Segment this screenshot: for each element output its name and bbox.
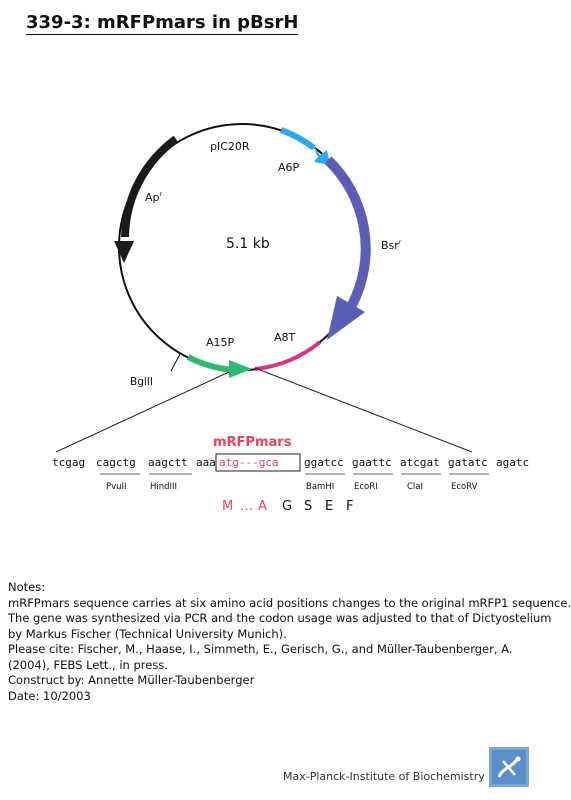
expansion-line-left (55, 371, 230, 453)
seq-s5: ggatcc (304, 456, 344, 469)
seq-s6: gaattc (352, 456, 392, 469)
construct-by: Construct by: Annette Müller-Taubenberge… (8, 673, 255, 687)
label-bsr: Bsrr (381, 238, 402, 252)
label-pic20r: pIC20R (210, 140, 250, 153)
seq-s1: tcgag (52, 456, 85, 469)
a15p-arrow (186, 354, 234, 373)
site-bamhi: BamHI (306, 482, 334, 492)
label-a8t: A8T (274, 331, 296, 344)
site-pvuii: PvuII (106, 482, 127, 492)
notes-section: Notes: mRFPmars sequence carries at six … (8, 580, 571, 704)
seq-boxed: atg---gca (219, 456, 279, 469)
site-hindiii: HindIII (150, 482, 177, 492)
label-ap: Apr (145, 190, 163, 204)
seq-s9: agatc (496, 456, 529, 469)
site-clai: ClaI (407, 482, 423, 492)
seq-s2: cagctg (96, 456, 136, 469)
a6p-arrow (279, 127, 316, 151)
a6p-arrowhead (311, 141, 330, 165)
page-title: 339-3: mRFPmars in pBsrH (26, 12, 299, 35)
label-a15p: A15P (206, 336, 235, 349)
gene-label: mRFPmars (213, 435, 292, 450)
institute-name: Max-Planck-Institute of Biochemistry (283, 770, 485, 783)
notes-line-5: (2004), FEBS Lett., in press. (8, 657, 168, 672)
seq-s4: aaa (196, 456, 216, 469)
label-a6p: A6P (278, 161, 300, 174)
notes-line-4: Please cite: Fischer, M., Haase, I., Sim… (8, 642, 513, 656)
aa-f: F (346, 499, 353, 514)
bglii-tick (170, 353, 181, 372)
gene-box (215, 453, 301, 472)
site-ecori: EcoRI (354, 482, 378, 492)
plasmid-map: pIC20R A6P Apr 5.1 kb Bsrr A8T A15P BglI… (52, 123, 529, 514)
notes-line-3: by Markus Fischer (Technical University … (8, 626, 287, 641)
bsr-arrowhead (327, 296, 365, 340)
ap-arrowhead (114, 241, 134, 263)
ap-arrow (121, 135, 179, 238)
mpg-logo-icon (489, 747, 529, 787)
aa-g: G (282, 499, 292, 514)
date: Date: 10/2003 (8, 688, 91, 703)
site-ecorv: EcoRV (451, 482, 478, 492)
aa-a: A (258, 499, 267, 514)
aa-dots: … (240, 499, 253, 514)
aa-m: M (222, 499, 233, 514)
a15p-arrowhead (229, 360, 252, 378)
seq-s7: atcgat (400, 456, 440, 469)
notes-line-1: mRFPmars sequence carries at six amino a… (8, 595, 571, 610)
label-size: 5.1 kb (226, 236, 270, 252)
notes-heading: Notes: (8, 580, 46, 594)
aa-e: E (325, 499, 333, 514)
seq-s8: gatatc (448, 456, 488, 469)
notes-line-2: The gene was synthesized via PCR and the… (8, 611, 552, 625)
bsr-arrow (324, 156, 371, 308)
seq-s3: aagctt (148, 456, 188, 469)
aa-s: S (304, 499, 312, 514)
expansion-line-right (254, 367, 473, 453)
label-bglii: BglII (130, 376, 153, 388)
a8t-segment (254, 340, 322, 371)
